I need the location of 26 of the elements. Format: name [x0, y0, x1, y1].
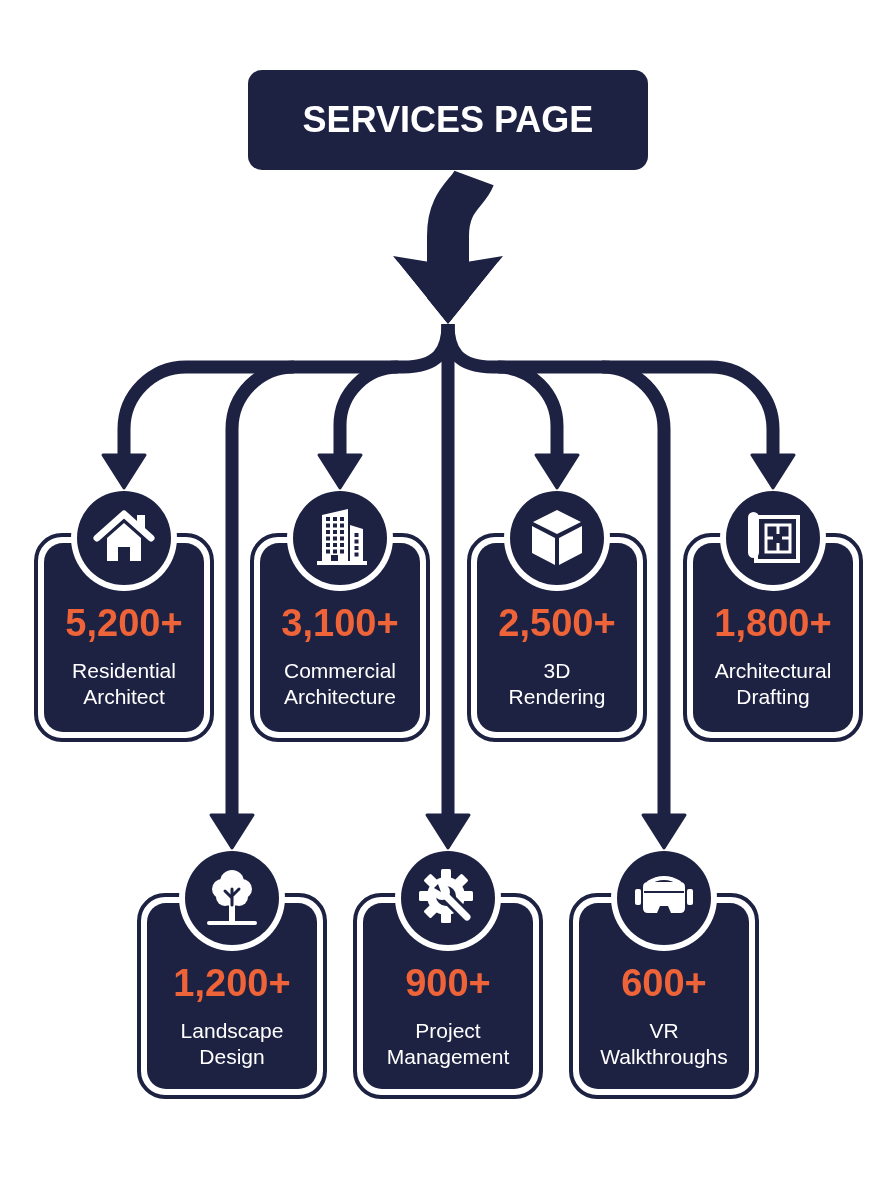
service-card — [353, 851, 543, 1099]
arrow — [710, 360, 796, 490]
stat-number: 3,100+ — [280, 601, 400, 645]
service-label: Commercial Architecture — [284, 658, 396, 710]
service-card — [137, 851, 327, 1099]
arrow — [101, 360, 187, 490]
service-card — [34, 491, 214, 742]
service-label: 3D Rendering — [508, 658, 606, 710]
stat-number: 600+ — [620, 961, 708, 1005]
service-label: Project Management — [386, 1018, 510, 1070]
service-card — [250, 491, 430, 742]
page-heading: SERVICES PAGE — [302, 98, 594, 142]
service-card — [683, 491, 863, 742]
stat-number: 5,200+ — [64, 601, 184, 645]
service-label: VR Walkthroughs — [600, 1018, 728, 1070]
arrow — [393, 169, 503, 324]
service-label: Residential Architect — [72, 658, 176, 710]
service-card — [569, 851, 759, 1099]
title-box — [248, 70, 648, 170]
stat-number: 1,800+ — [713, 601, 833, 645]
service-label: Landscape Design — [180, 1018, 284, 1070]
stat-number: 900+ — [404, 961, 492, 1005]
service-label: Architectural Drafting — [714, 658, 832, 710]
stat-number: 2,500+ — [497, 601, 617, 645]
stat-number: 1,200+ — [172, 961, 292, 1005]
service-card — [467, 491, 647, 742]
